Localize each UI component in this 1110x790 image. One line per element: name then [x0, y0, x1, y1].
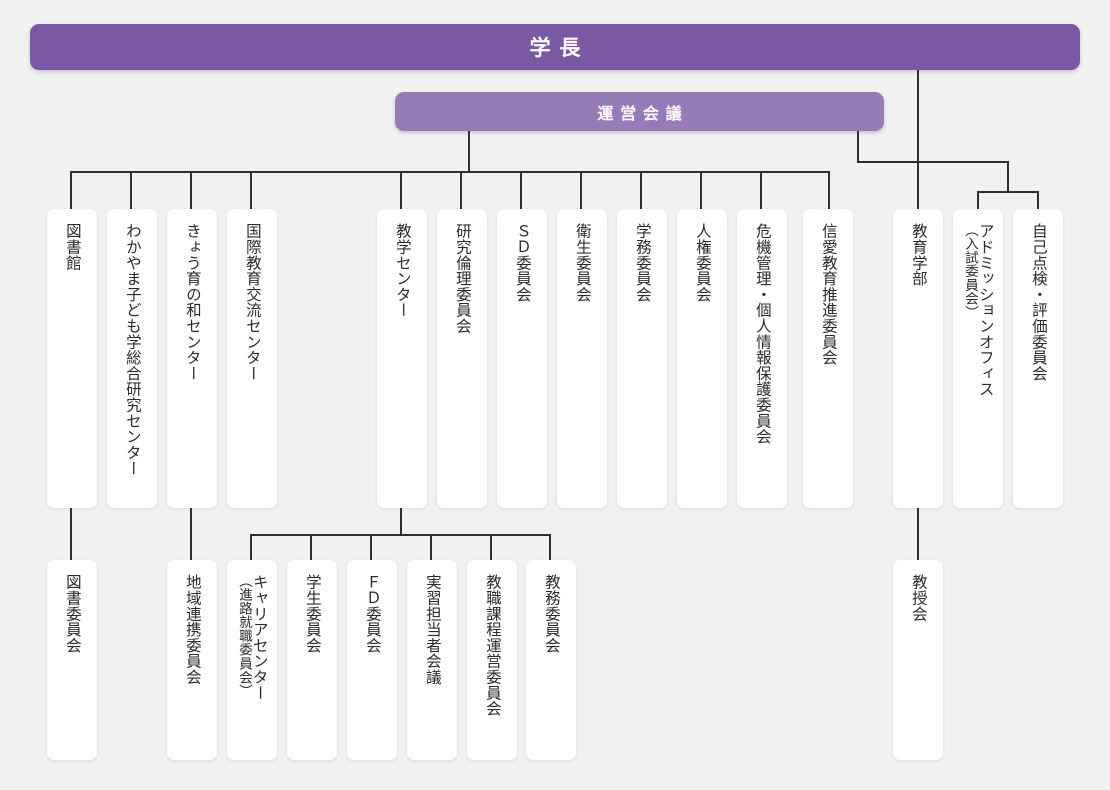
node-library-committee-text: 図書委員会	[63, 574, 81, 654]
node-research-ethics[interactable]: 研究倫理委員会	[437, 209, 487, 508]
node-student-committee[interactable]: 学生委員会	[287, 560, 337, 760]
node-library-text: 図書館	[63, 223, 81, 271]
node-crisis-privacy[interactable]: 危機管理・個人情報保護委員会	[737, 209, 787, 508]
node-intl-exchange[interactable]: 国際教育交流センター	[227, 209, 277, 508]
connector-drop-wakayama-child	[130, 171, 132, 209]
connector-management-down-right	[857, 131, 859, 162]
connector-drop-teacher-course	[490, 534, 492, 560]
connector-drop-admission-office	[977, 191, 979, 209]
connector-drop-student-committee	[310, 534, 312, 560]
connector-main-bus	[70, 171, 830, 173]
node-academic-affairs-text: 学務委員会	[633, 223, 651, 303]
connector-faculty-to-council	[917, 508, 919, 560]
connector-drop-sd-committee	[520, 171, 522, 209]
node-kyoiku-no-wa[interactable]: きょう育の和センター	[167, 209, 217, 508]
node-fd-committee[interactable]: ＦＤ委員会	[347, 560, 397, 760]
node-student-committee-text: 学生委員会	[303, 574, 321, 654]
connector-president-vertical	[917, 70, 919, 209]
node-kyoiku-no-wa-text: きょう育の和センター	[183, 223, 201, 382]
node-teaching-center-text: 教学センター	[393, 223, 411, 318]
connector-kyoiku-to-regional-coop	[190, 508, 192, 560]
connector-drop-practicum-meeting	[430, 534, 432, 560]
connector-drop-fd-committee	[370, 534, 372, 560]
node-sd-committee-text: ＳＤ委員会	[513, 223, 531, 303]
node-self-evaluation-text: 自己点検・評価委員会	[1029, 223, 1047, 382]
node-curriculum-cmte[interactable]: 教務委員会	[526, 560, 576, 760]
node-hygiene-committee[interactable]: 衛生委員会	[557, 209, 607, 508]
node-president[interactable]: 学長	[30, 24, 1080, 70]
connector-drop-career-center	[250, 534, 252, 560]
node-teaching-center[interactable]: 教学センター	[377, 209, 427, 508]
node-faculty-council[interactable]: 教授会	[893, 560, 943, 760]
node-shinai-education-text: 信愛教育推進委員会	[819, 223, 837, 366]
connector-library-to-library-committee	[70, 508, 72, 560]
node-crisis-privacy-text: 危機管理・個人情報保護委員会	[753, 223, 771, 445]
node-wakayama-child[interactable]: わかやま子ども学総合研究センター	[107, 209, 157, 508]
connector-teaching-center-down	[400, 508, 402, 535]
connector-right-branch-bus	[977, 191, 1039, 193]
node-regional-coop-text: 地域連携委員会	[183, 574, 201, 685]
connector-drop-research-ethics	[460, 171, 462, 209]
connector-management-down-left	[468, 131, 470, 172]
node-admission-office-text: アドミッションオフィス （入試委員会）	[962, 223, 994, 397]
node-admission-office[interactable]: アドミッションオフィス （入試委員会）	[953, 209, 1003, 508]
node-practicum-meeting-text: 実習担当者会議	[423, 574, 441, 685]
node-intl-exchange-text: 国際教育交流センター	[243, 223, 261, 382]
connector-teaching-center-bus	[250, 534, 551, 536]
node-library-committee[interactable]: 図書委員会	[47, 560, 97, 760]
connector-drop-human-rights	[700, 171, 702, 209]
connector-management-right-horizontal	[857, 161, 1009, 163]
connector-drop-curriculum-cmte	[549, 534, 551, 560]
connector-drop-academic-affairs	[640, 171, 642, 209]
node-human-rights-text: 人権委員会	[693, 223, 711, 303]
node-faculty-education[interactable]: 教育学部	[893, 209, 943, 508]
node-faculty-education-text: 教育学部	[909, 223, 927, 287]
node-research-ethics-text: 研究倫理委員会	[453, 223, 471, 334]
connector-drop-hygiene-committee	[580, 171, 582, 209]
node-career-center-text: キャリアセンター （進路就職委員会）	[236, 574, 268, 701]
node-sd-committee[interactable]: ＳＤ委員会	[497, 209, 547, 508]
node-hygiene-committee-text: 衛生委員会	[573, 223, 591, 303]
node-career-center[interactable]: キャリアセンター （進路就職委員会）	[227, 560, 277, 760]
node-teacher-course-text: 教職課程運営委員会	[483, 574, 501, 717]
node-human-rights[interactable]: 人権委員会	[677, 209, 727, 508]
node-academic-affairs[interactable]: 学務委員会	[617, 209, 667, 508]
node-practicum-meeting[interactable]: 実習担当者会議	[407, 560, 457, 760]
node-teacher-course[interactable]: 教職課程運営委員会	[467, 560, 517, 760]
connector-drop-crisis-privacy	[760, 171, 762, 209]
connector-drop-intl-exchange	[250, 171, 252, 209]
node-self-evaluation[interactable]: 自己点検・評価委員会	[1013, 209, 1063, 508]
connector-drop-shinai-education	[828, 171, 830, 209]
connector-drop-library	[70, 171, 72, 209]
connector-drop-self-evaluation	[1037, 191, 1039, 209]
node-fd-committee-text: ＦＤ委員会	[363, 574, 381, 654]
connector-drop-teaching-center	[400, 171, 402, 209]
node-wakayama-child-text: わかやま子ども学総合研究センター	[123, 223, 141, 476]
node-faculty-council-text: 教授会	[909, 574, 927, 622]
node-regional-coop[interactable]: 地域連携委員会	[167, 560, 217, 760]
node-library[interactable]: 図書館	[47, 209, 97, 508]
node-management-meeting[interactable]: 運営会議	[395, 92, 884, 131]
node-shinai-education[interactable]: 信愛教育推進委員会	[803, 209, 853, 508]
connector-drop-kyoiku-no-wa	[190, 171, 192, 209]
connector-right-branch-down	[1007, 161, 1009, 192]
node-curriculum-cmte-text: 教務委員会	[542, 574, 560, 654]
